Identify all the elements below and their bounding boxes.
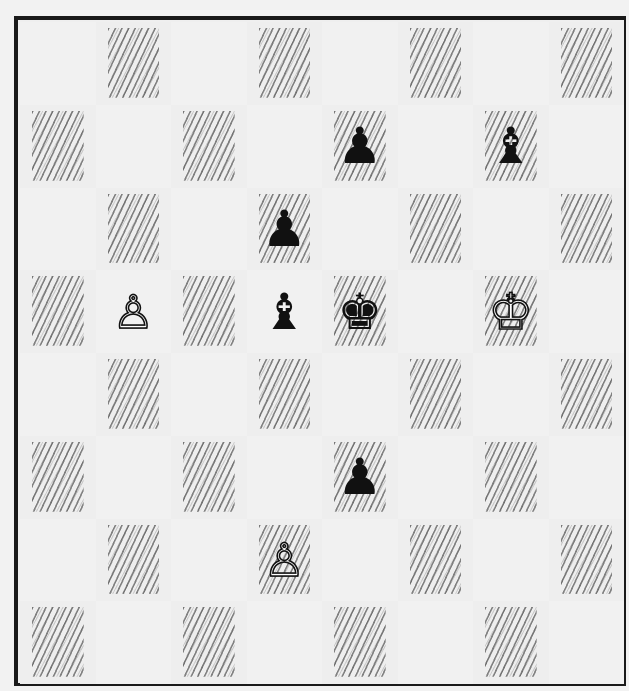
- black-pawn-icon[interactable]: ♟: [337, 121, 382, 171]
- square-c4[interactable]: [171, 353, 247, 436]
- square-h8[interactable]: [549, 22, 625, 105]
- square-f6[interactable]: [398, 188, 474, 271]
- square-g3[interactable]: [473, 436, 549, 519]
- square-g4[interactable]: [473, 353, 549, 436]
- square-h6[interactable]: [549, 188, 625, 271]
- square-g6[interactable]: [473, 188, 549, 271]
- chess-board: ♟ ♝ ♟ ♙ ♝ ♚ ♔ ♟ ♙: [20, 22, 624, 684]
- square-a6[interactable]: [20, 188, 96, 271]
- square-d8[interactable]: [247, 22, 323, 105]
- square-h1[interactable]: [549, 601, 625, 684]
- square-a8[interactable]: [20, 22, 96, 105]
- square-d3[interactable]: [247, 436, 323, 519]
- square-c5[interactable]: [171, 270, 247, 353]
- square-c6[interactable]: [171, 188, 247, 271]
- square-b2[interactable]: [96, 519, 172, 602]
- white-king-icon[interactable]: ♔: [488, 287, 533, 337]
- square-d2[interactable]: ♙: [247, 519, 323, 602]
- square-b3[interactable]: [96, 436, 172, 519]
- square-c3[interactable]: [171, 436, 247, 519]
- square-e4[interactable]: [322, 353, 398, 436]
- square-f5[interactable]: [398, 270, 474, 353]
- white-pawn-icon[interactable]: ♙: [264, 537, 305, 583]
- square-a4[interactable]: [20, 353, 96, 436]
- square-h5[interactable]: [549, 270, 625, 353]
- square-h2[interactable]: [549, 519, 625, 602]
- square-b1[interactable]: [96, 601, 172, 684]
- square-c1[interactable]: [171, 601, 247, 684]
- square-e6[interactable]: [322, 188, 398, 271]
- square-a3[interactable]: [20, 436, 96, 519]
- square-e8[interactable]: [322, 22, 398, 105]
- square-g7[interactable]: ♝: [473, 105, 549, 188]
- square-g5[interactable]: ♔: [473, 270, 549, 353]
- square-h7[interactable]: [549, 105, 625, 188]
- square-e7[interactable]: ♟: [322, 105, 398, 188]
- black-bishop-icon[interactable]: ♝: [488, 121, 533, 171]
- square-b6[interactable]: [96, 188, 172, 271]
- square-h3[interactable]: [549, 436, 625, 519]
- black-bishop-icon[interactable]: ♝: [262, 287, 307, 337]
- square-f2[interactable]: [398, 519, 474, 602]
- square-e5[interactable]: ♚: [322, 270, 398, 353]
- square-b7[interactable]: [96, 105, 172, 188]
- square-b4[interactable]: [96, 353, 172, 436]
- black-pawn-icon[interactable]: ♟: [262, 204, 307, 254]
- square-e2[interactable]: [322, 519, 398, 602]
- black-king-icon[interactable]: ♚: [337, 287, 382, 337]
- square-d7[interactable]: [247, 105, 323, 188]
- square-a5[interactable]: [20, 270, 96, 353]
- square-f4[interactable]: [398, 353, 474, 436]
- square-c8[interactable]: [171, 22, 247, 105]
- square-f7[interactable]: [398, 105, 474, 188]
- square-e3[interactable]: ♟: [322, 436, 398, 519]
- square-b5[interactable]: ♙: [96, 270, 172, 353]
- square-b8[interactable]: [96, 22, 172, 105]
- square-d4[interactable]: [247, 353, 323, 436]
- square-g8[interactable]: [473, 22, 549, 105]
- square-f8[interactable]: [398, 22, 474, 105]
- square-d6[interactable]: ♟: [247, 188, 323, 271]
- square-c2[interactable]: [171, 519, 247, 602]
- black-pawn-icon[interactable]: ♟: [337, 452, 382, 502]
- square-f1[interactable]: [398, 601, 474, 684]
- square-f3[interactable]: [398, 436, 474, 519]
- square-a1[interactable]: [20, 601, 96, 684]
- square-g1[interactable]: [473, 601, 549, 684]
- square-a7[interactable]: [20, 105, 96, 188]
- square-d1[interactable]: [247, 601, 323, 684]
- square-g2[interactable]: [473, 519, 549, 602]
- square-h4[interactable]: [549, 353, 625, 436]
- square-e1[interactable]: [322, 601, 398, 684]
- white-pawn-icon[interactable]: ♙: [113, 289, 154, 335]
- square-d5[interactable]: ♝: [247, 270, 323, 353]
- square-c7[interactable]: [171, 105, 247, 188]
- square-a2[interactable]: [20, 519, 96, 602]
